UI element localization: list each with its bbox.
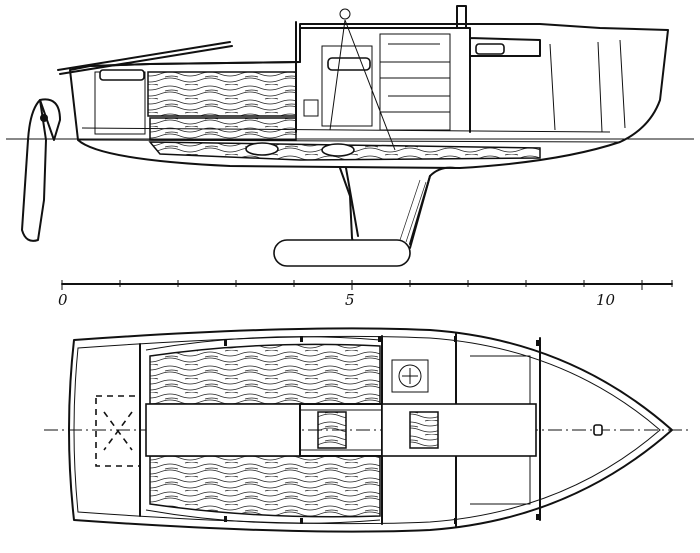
keel-bulb — [273, 239, 411, 267]
scale-label-5: 5 — [345, 291, 355, 309]
deck-outline — [68, 327, 673, 533]
port-berth — [149, 343, 381, 405]
hull-profile — [69, 23, 669, 169]
stove-icon — [398, 364, 422, 388]
side-profile — [6, 5, 694, 267]
rudder — [21, 99, 47, 242]
starboard-berth — [149, 455, 381, 518]
scale-bar: 0 5 10 — [58, 280, 673, 309]
cabin-trunk — [295, 21, 541, 133]
scale-label-10: 10 — [596, 291, 616, 309]
quarter-berth — [147, 71, 297, 117]
lamp-icon — [339, 8, 351, 20]
plan-view — [44, 327, 690, 533]
scale-label-0: 0 — [58, 291, 68, 309]
